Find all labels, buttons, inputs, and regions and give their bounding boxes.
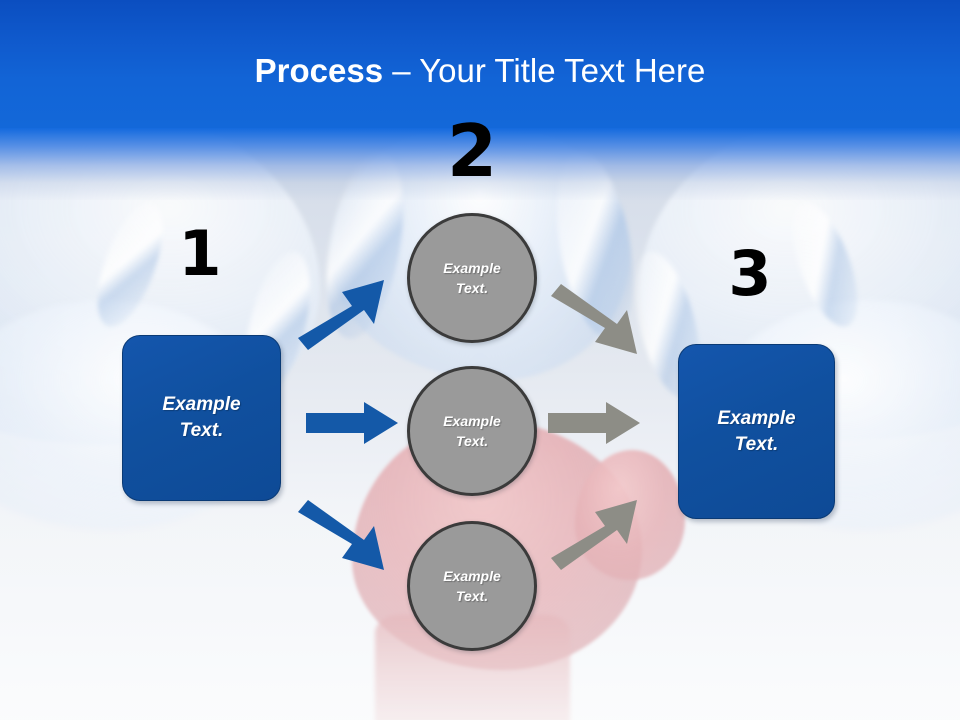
title-bar: [0, 0, 960, 128]
page-title: Process – Your Title Text Here: [0, 52, 960, 90]
stage-circle-middle-label: Example Text.: [443, 413, 501, 449]
arrow-left-to-top-icon: [298, 280, 384, 350]
arrow-middle-to-right-icon: [548, 402, 640, 444]
page-title-rest: – Your Title Text Here: [383, 52, 706, 89]
title-bar-fade: [0, 128, 960, 200]
stage-circle-top[interactable]: Example Text.: [407, 213, 537, 343]
stage-box-left-label: Example Text.: [162, 394, 241, 441]
stage-circle-middle[interactable]: Example Text.: [407, 366, 537, 496]
stage-circle-top-label: Example Text.: [443, 260, 501, 296]
stage-box-right-label: Example Text.: [717, 407, 796, 455]
step-number-2: 2: [446, 109, 498, 193]
stage-circle-bottom-label: Example Text.: [443, 568, 501, 604]
stage-box-left[interactable]: Example Text.: [122, 335, 281, 501]
arrow-left-to-bottom-icon: [298, 500, 384, 570]
page-title-bold: Process: [254, 52, 384, 89]
stage-circle-bottom[interactable]: Example Text.: [407, 521, 537, 651]
stage-box-right[interactable]: Example Text.: [678, 344, 835, 519]
arrow-left-to-middle-icon: [306, 402, 398, 444]
step-number-1: 1: [178, 217, 222, 290]
arrow-top-to-right-icon: [551, 284, 637, 354]
arrow-bottom-to-right-icon: [551, 500, 637, 570]
step-number-3: 3: [728, 237, 772, 310]
